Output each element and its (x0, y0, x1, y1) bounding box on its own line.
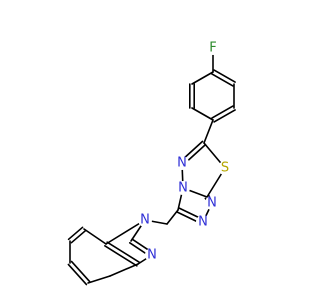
atom-label-N: N (147, 248, 157, 263)
atom-background (138, 213, 152, 227)
bond-C4-C4a (87, 275, 111, 284)
atom-N_bridge: N (176, 181, 190, 196)
atom-background (205, 196, 219, 210)
bond-cC-cD (213, 109, 236, 123)
atom-label-N: N (177, 156, 187, 171)
atom-N_bim1: N (138, 213, 152, 228)
atom-N_bim3: N (145, 248, 159, 263)
atom-S: S (218, 161, 232, 176)
atom-background (206, 41, 220, 55)
atom-background (218, 161, 232, 175)
bond-C7ab-C7 (83, 228, 107, 245)
atom-N_td: N (175, 156, 189, 171)
atom-background (176, 181, 190, 195)
bond-C3-CH2 (166, 209, 179, 225)
bond-cD-cE (191, 107, 214, 121)
atom-background (175, 156, 189, 170)
bond-cF-cA (191, 71, 214, 85)
atom-F: F (206, 41, 220, 56)
atom-N_tr2: N (196, 215, 210, 230)
bond-C7ab-N_bim1 (105, 219, 146, 245)
atom-label-N: N (207, 196, 217, 211)
bond-C7-C6 (67, 226, 84, 241)
bond-C5-C4 (67, 263, 88, 286)
bond-C4a-C3a (109, 263, 139, 277)
atom-label-S: S (221, 161, 229, 176)
bond-cA-cB (211, 73, 234, 87)
atom-label-N: N (198, 215, 208, 230)
bond-cA-cB (213, 69, 236, 83)
bond-C7-C6 (70, 229, 87, 244)
atom-N_tr1: N (205, 196, 219, 211)
bond-cC-cD (211, 105, 234, 119)
atom-label-F: F (209, 41, 216, 56)
bond-C5-C4 (70, 260, 91, 283)
atom-background (145, 248, 159, 262)
bond-cD-Cq (203, 119, 214, 144)
atom-background (196, 215, 210, 229)
atom-label-N: N (178, 181, 188, 196)
bond-C3a-C7ab (104, 245, 138, 267)
bond-C3a-C7ab (106, 241, 140, 263)
atom-label-N: N (140, 213, 150, 228)
